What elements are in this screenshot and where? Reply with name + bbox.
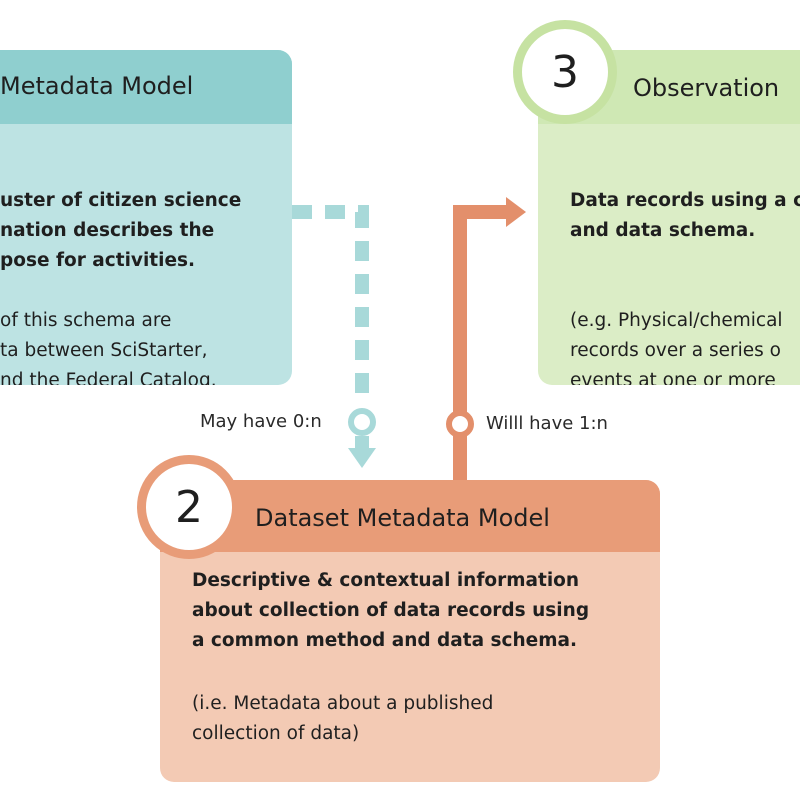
metadata-model-box: Metadata Model uster of citizen science …: [0, 50, 292, 385]
dataset-metadata-model-line-3: a common method and data schema.: [192, 630, 578, 651]
may-have-connector-ring: [348, 408, 376, 436]
metadata-model-line-6: nd the Federal Catalog.: [0, 370, 217, 385]
metadata-model-line-1: uster of citizen science: [0, 190, 242, 211]
dataset-metadata-model-header: [160, 480, 660, 552]
observation-line-5: events at one or more: [570, 370, 776, 385]
metadata-model-title: Metadata Model: [0, 72, 194, 100]
metadata-model-header: [0, 50, 292, 124]
dataset-metadata-model-box: Dataset Metadata Model Descriptive & con…: [160, 480, 660, 782]
observation-line-3: (e.g. Physical/chemical: [570, 310, 783, 331]
step-3-number: 3: [551, 46, 579, 98]
will-have-connector: [453, 205, 510, 480]
may-have-arrowhead: [348, 448, 376, 468]
metadata-model-line-2: nation describes the: [0, 220, 215, 241]
observation-line-2: and data schema.: [570, 220, 756, 241]
observation-title: Observation: [633, 74, 780, 102]
dataset-metadata-model-line-2: about collection of data records using: [192, 600, 590, 621]
may-have-label: May have 0:n: [200, 411, 322, 432]
step-2-badge: 2: [137, 455, 241, 559]
dataset-metadata-model-line-1: Descriptive & contextual information: [192, 570, 580, 591]
metadata-model-line-5: ta between SciStarter,: [0, 340, 208, 361]
will-have-connector-ring: [446, 410, 474, 438]
dataset-metadata-model-line-5: collection of data): [192, 723, 360, 744]
metadata-model-line-3: pose for activities.: [0, 250, 196, 271]
observation-line-4: records over a series o: [570, 340, 781, 361]
metadata-model-line-4: of this schema are: [0, 310, 172, 331]
step-2-number: 2: [175, 481, 203, 533]
dataset-metadata-model-title: Dataset Metadata Model: [255, 504, 550, 532]
will-have-label: Willl have 1:n: [486, 413, 608, 434]
will-have-arrowhead: [506, 197, 526, 227]
may-have-connector: [292, 205, 369, 406]
observation-line-1: Data records using a c: [570, 190, 800, 211]
dataset-metadata-model-line-4: (i.e. Metadata about a published: [192, 693, 494, 714]
step-3-badge: 3: [513, 20, 617, 124]
